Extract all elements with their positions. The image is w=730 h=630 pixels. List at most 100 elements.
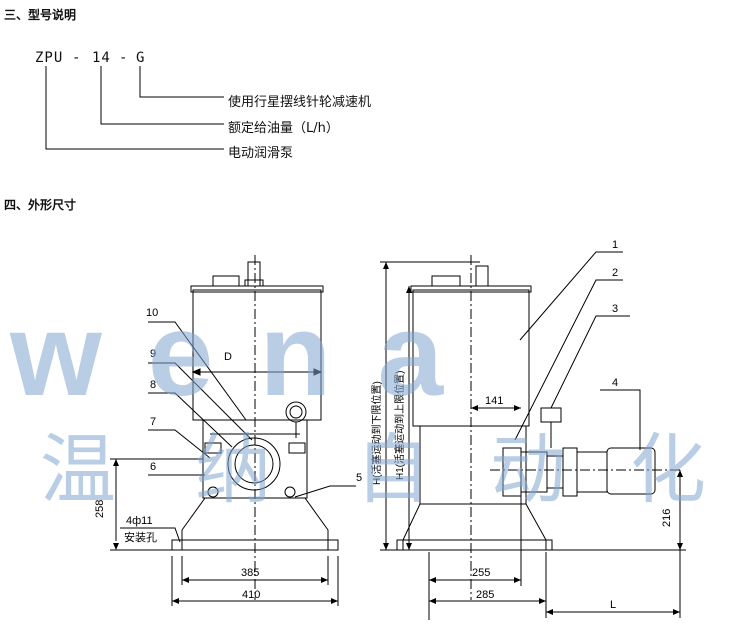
dim-label-258: 258 — [94, 500, 106, 518]
model-code-separator: - — [119, 50, 129, 66]
dim-label-410: 410 — [242, 589, 260, 601]
watermark-char: 纳 — [195, 428, 271, 513]
watermark: wena 温 纳 自 动 化 — [9, 289, 706, 513]
arrow-head — [383, 262, 389, 269]
model-desc-pump: 电动润滑泵 — [228, 146, 294, 161]
front-arrows — [113, 459, 338, 604]
dim-label-385: 385 — [241, 567, 259, 579]
part-label-6: 6 — [150, 461, 156, 473]
leader-1 — [519, 251, 623, 341]
bolt-hole — [284, 486, 296, 498]
arrow-head — [182, 577, 189, 583]
part-label-2: 2 — [612, 267, 618, 279]
arrow-head — [191, 368, 201, 376]
part-number-labels: 10 9 8 7 6 5 1 2 3 4 — [146, 239, 618, 484]
dim-label-216: 216 — [661, 509, 673, 527]
arrow-head — [677, 543, 683, 550]
leader-4 — [600, 389, 641, 450]
leader-2 — [514, 279, 623, 441]
leader-line-reducer — [139, 66, 224, 98]
part-label-10: 10 — [146, 307, 158, 319]
watermark-char: 动 — [490, 428, 566, 513]
part-label-5: 5 — [356, 472, 362, 484]
dim-label-h1: H1(活塞运动到上限位置) — [393, 371, 406, 480]
arrow-head — [514, 577, 521, 583]
front-dimensions — [110, 458, 339, 606]
dim-label-h: H(活塞运动到下限位置) — [370, 381, 383, 485]
model-code-leaders — [45, 66, 224, 150]
arrow-head — [429, 577, 436, 583]
dim-label-d: D — [224, 351, 232, 363]
base-plate — [396, 539, 553, 551]
arrow-head — [113, 543, 119, 550]
dim-label-holes: 4ф11 — [126, 515, 153, 527]
leader-line-pump — [45, 66, 224, 150]
model-code-reducer: G — [136, 50, 146, 66]
side-view — [396, 255, 680, 600]
leader-5 — [294, 485, 356, 498]
dim-label-255: 255 — [472, 567, 490, 579]
watermark-char: 温 — [40, 428, 116, 513]
front-view — [171, 255, 339, 600]
dim-label-141: 141 — [485, 395, 503, 407]
arrow-head — [383, 543, 389, 550]
arrow-head — [406, 543, 412, 550]
bolt-hole — [207, 486, 219, 498]
model-code-series: ZPU — [35, 50, 64, 66]
dim-label-mount: 安装孔 — [124, 530, 157, 544]
part-label-1: 1 — [612, 239, 618, 251]
outlet-port — [288, 442, 306, 454]
outlet-port — [204, 442, 222, 454]
model-desc-reducer: 使用行星摆线针轮减速机 — [228, 95, 372, 110]
watermark-logo: wena — [9, 289, 489, 421]
leader-line-capacity — [100, 66, 224, 125]
arrow-head — [331, 598, 338, 604]
leader-10 — [148, 321, 247, 421]
model-code-capacity: 14 — [92, 50, 111, 66]
top-fitting — [244, 279, 264, 287]
reducer — [576, 451, 608, 493]
arrow-head — [429, 598, 436, 604]
arrow-head — [471, 405, 478, 411]
part-leaders-front — [148, 321, 356, 498]
part-label-9: 9 — [150, 348, 156, 360]
leader-3 — [550, 315, 630, 409]
arrow-head — [546, 609, 553, 615]
arrow-head — [677, 470, 683, 477]
pump-flange — [227, 437, 281, 491]
leader-7 — [148, 429, 211, 459]
model-desc-capacity: 额定给油量（L/h） — [228, 121, 339, 136]
part-label-8: 8 — [150, 379, 156, 391]
top-fitting — [212, 275, 240, 287]
side-arrows — [383, 262, 683, 615]
dim-label-285: 285 — [476, 589, 494, 601]
model-code-separator: - — [72, 50, 82, 66]
arrow-head — [406, 286, 412, 293]
leader-8 — [148, 392, 233, 448]
dim-label-l: L — [610, 599, 616, 611]
arrow-head — [313, 368, 323, 376]
leader-holes — [120, 527, 181, 543]
section-title-model: 三、型号说明 — [4, 8, 77, 22]
part-leaders-side — [514, 251, 641, 450]
arrow-head — [321, 577, 328, 583]
leader-9 — [148, 362, 253, 441]
part-label-3: 3 — [612, 303, 618, 315]
arrow-head — [514, 405, 521, 411]
top-fitting — [247, 261, 261, 287]
part-label-4: 4 — [612, 377, 618, 389]
watermark-char: 自 — [355, 428, 431, 513]
valve — [540, 407, 562, 423]
section-title-dimensions: 四、外形尺寸 — [4, 198, 77, 212]
arrow-head — [673, 609, 680, 615]
pressure-gauge-dial — [289, 405, 303, 419]
part-label-7: 7 — [150, 416, 156, 428]
motor — [606, 447, 656, 495]
pump-bore — [234, 444, 274, 484]
dimension-labels: D 385 410 258 4ф11 安装孔 141 255 285 L 216… — [94, 351, 673, 611]
arrow-head — [172, 598, 179, 604]
top-fitting — [475, 265, 489, 287]
arrow-head — [113, 459, 119, 466]
watermark-char: 化 — [630, 428, 706, 513]
